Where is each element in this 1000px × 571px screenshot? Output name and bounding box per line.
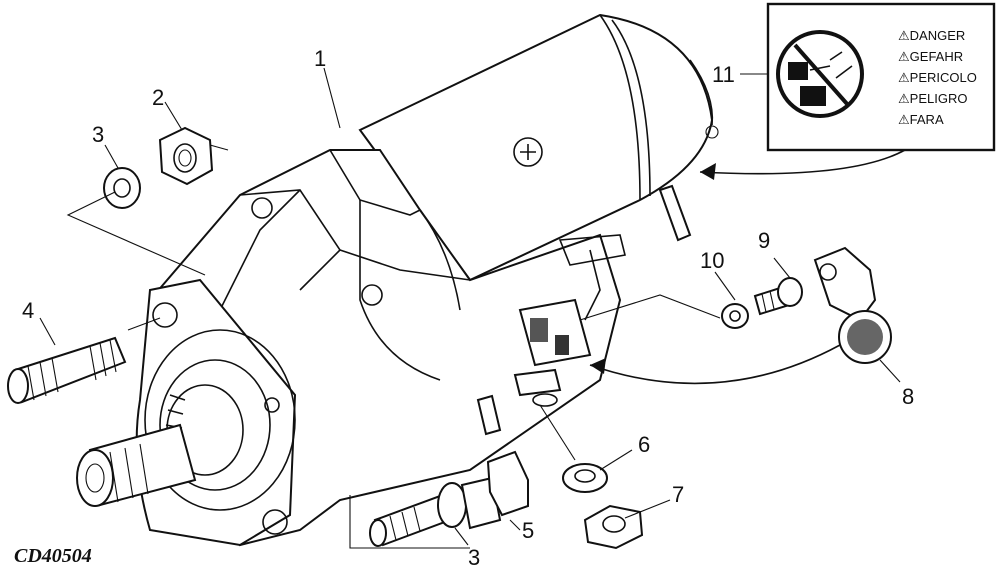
callout-3-top: 3	[92, 122, 104, 147]
warning-line-gefahr: GEFAHR	[910, 49, 963, 64]
svg-text:⚠PELIGRO: ⚠PELIGRO	[898, 91, 967, 106]
arrow-to-motor	[699, 149, 906, 175]
terminal-block-icon	[530, 318, 548, 342]
hex-bolt	[369, 450, 529, 547]
arrow-to-terminal	[589, 344, 841, 385]
lock-washer-right	[721, 303, 749, 329]
callout-7: 7	[672, 482, 684, 507]
flat-washer	[562, 463, 608, 493]
svg-text:⚠DANGER: ⚠DANGER	[898, 28, 965, 43]
callout-2: 2	[152, 85, 164, 110]
callout-5: 5	[522, 518, 534, 543]
warning-triangle-icon: ⚠	[898, 49, 910, 64]
callout-labels: 1 2 3 4 5 3 6 7 8 9 10 11	[22, 46, 914, 570]
callout-11: 11	[712, 62, 735, 87]
warning-line-danger: DANGER	[910, 28, 966, 43]
starter-motor-assembly	[76, 13, 719, 547]
callout-9: 9	[758, 228, 770, 253]
callout-4: 4	[22, 298, 34, 323]
warning-decal: ⚠DANGER ⚠GEFAHR ⚠PERICOLO ⚠PELIGRO ⚠FARA	[766, 2, 996, 152]
warning-triangle-icon: ⚠	[898, 28, 910, 43]
warning-line-peligro: PELIGRO	[910, 91, 968, 106]
warning-line-pericolo: PERICOLO	[910, 70, 977, 85]
leader-lines	[39, 67, 906, 549]
callout-6: 6	[638, 432, 650, 457]
warning-text-lines: ⚠DANGER ⚠GEFAHR ⚠PERICOLO ⚠PELIGRO ⚠FARA	[898, 28, 977, 127]
figure-id: CD40504	[14, 545, 92, 567]
callout-1: 1	[314, 46, 326, 71]
warning-triangle-icon: ⚠	[898, 91, 910, 106]
svg-text:⚠PERICOLO: ⚠PERICOLO	[898, 70, 977, 85]
terminal-boot	[813, 246, 892, 364]
callout-3-bottom: 3	[468, 545, 480, 570]
terminal-screw	[753, 277, 803, 316]
screw-head-icon	[513, 137, 543, 167]
callout-10: 10	[700, 248, 724, 273]
no-jumpstart-icon	[776, 30, 864, 118]
warning-triangle-icon: ⚠	[898, 112, 910, 127]
callout-8: 8	[902, 384, 914, 409]
lock-washer-top	[103, 167, 141, 209]
warning-triangle-icon: ⚠	[898, 70, 910, 85]
svg-text:⚠FARA: ⚠FARA	[898, 112, 944, 127]
stud-bolt	[7, 336, 127, 404]
hex-nut-bottom	[583, 504, 644, 550]
svg-text:⚠GEFAHR: ⚠GEFAHR	[898, 49, 963, 64]
hex-nut-top	[158, 126, 214, 186]
warning-line-fara: FARA	[910, 112, 944, 127]
